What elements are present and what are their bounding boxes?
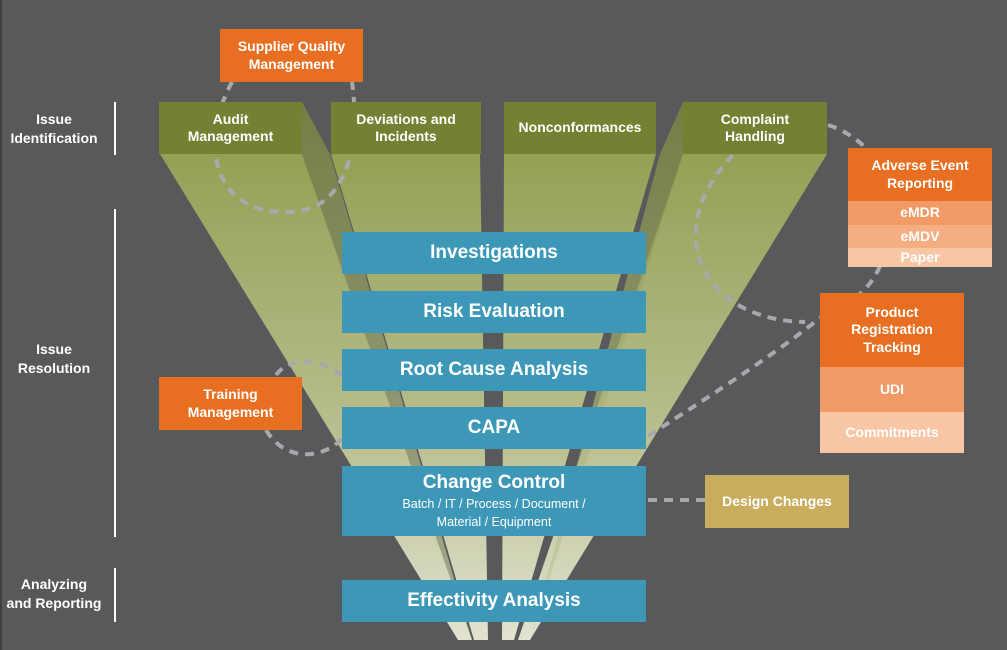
step-label: Risk Evaluation (423, 301, 565, 323)
phase-label-line: Resolution (17, 360, 91, 376)
module-design-changes[interactable]: Design Changes (705, 475, 849, 528)
source-label-line: Complaint (720, 110, 790, 127)
module-label-line: Adverse Event (871, 157, 969, 174)
module-header: Adverse Event Reporting (848, 148, 992, 201)
submodule-emdv[interactable]: eMDV (848, 225, 992, 248)
step-label: Investigations (430, 242, 558, 264)
module-product-registration[interactable]: Product Registration Tracking UDI Commit… (820, 293, 964, 453)
step-capa[interactable]: CAPA (342, 407, 646, 449)
source-label-line: Audit (212, 110, 249, 127)
module-header: Product Registration Tracking (820, 293, 964, 367)
phase-label-line: Issue (36, 111, 72, 128)
step-label: CAPA (467, 417, 521, 439)
source-label-line: Incidents (375, 128, 437, 144)
source-nonconformances[interactable]: Nonconformances (504, 102, 656, 154)
phase-divider (114, 568, 116, 622)
module-label-line: Training (203, 386, 258, 403)
submodule-emdr[interactable]: eMDR (848, 201, 992, 225)
connector-complaint-adverse (827, 123, 881, 162)
phase-divider (114, 102, 116, 155)
module-label: Design Changes (722, 492, 832, 509)
step-subtitle: Batch / IT / Process / Document / Materi… (402, 496, 585, 531)
source-audit-management[interactable]: Audit Management (159, 102, 302, 154)
phase-analyzing-reporting: Analyzing and Reporting (0, 568, 108, 620)
step-risk-evaluation[interactable]: Risk Evaluation (342, 291, 646, 333)
source-label-line: Nonconformances (518, 119, 642, 136)
subtitle-line: Batch / IT / Process / Document / (402, 497, 586, 512)
step-label: Change Control (422, 471, 566, 493)
step-effectivity-analysis[interactable]: Effectivity Analysis (342, 580, 646, 622)
module-training-management[interactable]: Training Management (159, 377, 302, 430)
module-label-line: Tracking (863, 338, 921, 355)
module-label-line: Management (248, 55, 335, 72)
phase-label-line: Issue (36, 341, 72, 358)
module-supplier-quality[interactable]: Supplier Quality Management (220, 29, 363, 82)
source-label-line: Management (187, 128, 274, 144)
subtitle-line: Material / Equipment (436, 514, 552, 529)
step-label: Effectivity Analysis (407, 590, 581, 612)
submodule-commitments[interactable]: Commitments (820, 412, 964, 453)
step-root-cause-analysis[interactable]: Root Cause Analysis (342, 349, 646, 391)
step-investigations[interactable]: Investigations (342, 232, 646, 274)
module-adverse-event-reporting[interactable]: Adverse Event Reporting eMDR eMDV Paper (848, 148, 992, 267)
source-label-line: Deviations and (356, 110, 456, 127)
phase-label-line: Identification (10, 130, 98, 146)
module-label-line: Management (187, 403, 274, 420)
connector-capa-product (646, 316, 822, 438)
connector-supplier (213, 81, 357, 215)
phase-label-line: and Reporting (6, 595, 102, 611)
module-label-line: Registration (851, 321, 933, 338)
submodule-udi[interactable]: UDI (820, 367, 964, 412)
module-label-line: Reporting (886, 174, 954, 191)
source-deviations-incidents[interactable]: Deviations and Incidents (331, 102, 481, 154)
step-change-control[interactable]: Change Control Batch / IT / Process / Do… (342, 466, 646, 536)
module-label-line: Product (865, 304, 919, 321)
frame-edge (0, 0, 2, 650)
phase-label-line: Analyzing (20, 576, 88, 593)
source-label-line: Handling (725, 128, 785, 144)
connector-adverse-arc (693, 153, 806, 324)
module-label-line: Supplier Quality (237, 38, 346, 55)
source-complaint-handling[interactable]: Complaint Handling (683, 102, 827, 154)
phase-divider (114, 209, 116, 537)
submodule-paper[interactable]: Paper (848, 248, 992, 267)
step-label: Root Cause Analysis (399, 359, 589, 381)
